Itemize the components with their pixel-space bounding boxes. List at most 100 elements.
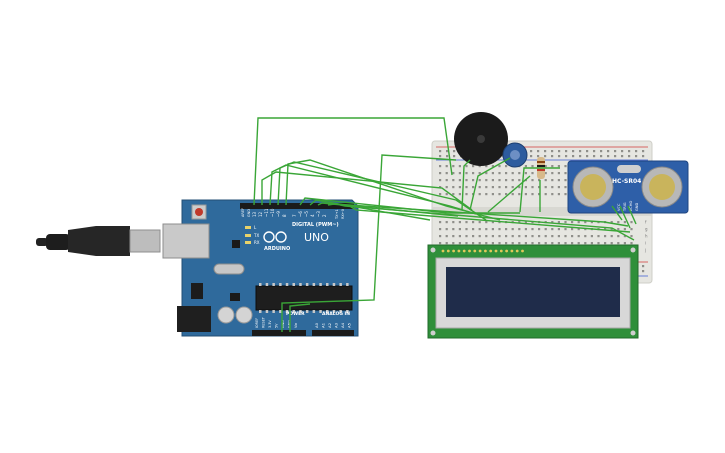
lcd-16x2[interactable] [427,244,639,339]
breadboard-hole[interactable] [445,193,448,196]
breadboard-hole[interactable] [577,235,580,238]
breadboard-hole[interactable] [537,150,540,153]
breadboard-hole[interactable] [564,165,567,168]
breadboard-hole[interactable] [524,228,527,231]
breadboard-hole[interactable] [544,193,547,196]
breadboard-hole[interactable] [465,235,468,238]
breadboard-hole[interactable] [518,221,521,224]
lcd-pin[interactable] [489,249,493,253]
lcd-pin[interactable] [505,249,508,253]
breadboard-hole[interactable] [577,242,580,245]
breadboard-hole[interactable] [439,155,442,158]
breadboard-hole[interactable] [551,186,554,189]
breadboard-hole[interactable] [564,228,567,231]
breadboard-hole[interactable] [579,155,582,158]
breadboard-hole[interactable] [642,265,645,268]
wire[interactable] [285,159,501,221]
breadboard-hole[interactable] [452,235,455,238]
breadboard-hole[interactable] [439,165,442,168]
breadboard-hole[interactable] [485,193,488,196]
breadboard-hole[interactable] [538,242,541,245]
breadboard-hole[interactable] [472,242,475,245]
lcd-pin[interactable] [473,249,477,253]
breadboard-hole[interactable] [597,242,600,245]
breadboard-hole[interactable] [491,221,494,224]
breadboard-hole[interactable] [472,165,475,168]
breadboard-hole[interactable] [478,165,481,168]
breadboard-hole[interactable] [584,221,587,224]
breadboard-hole[interactable] [617,242,620,245]
breadboard-hole[interactable] [458,179,461,182]
breadboard-hole[interactable] [557,172,560,175]
breadboard-hole[interactable] [557,228,560,231]
breadboard-hole[interactable] [531,242,534,245]
breadboard-hole[interactable] [544,155,547,158]
breadboard-hole[interactable] [524,242,527,245]
breadboard-hole[interactable] [564,242,567,245]
breadboard-hole[interactable] [628,150,631,153]
breadboard-hole[interactable] [565,155,568,158]
breadboard-hole[interactable] [642,270,645,273]
breadboard-hole[interactable] [628,155,631,158]
breadboard-hole[interactable] [465,186,468,189]
breadboard-hole[interactable] [537,155,540,158]
breadboard-hole[interactable] [538,193,541,196]
breadboard-hole[interactable] [498,193,501,196]
breadboard-hole[interactable] [564,235,567,238]
breadboard-hole[interactable] [551,165,554,168]
breadboard-hole[interactable] [518,228,521,231]
breadboard-hole[interactable] [571,235,574,238]
breadboard-hole[interactable] [586,150,589,153]
breadboard-hole[interactable] [557,242,560,245]
breadboard-hole[interactable] [524,172,527,175]
breadboard-hole[interactable] [630,228,633,231]
breadboard-hole[interactable] [617,221,620,224]
breadboard-hole[interactable] [623,228,626,231]
breadboard-hole[interactable] [623,221,626,224]
breadboard-hole[interactable] [439,242,442,245]
breadboard-hole[interactable] [465,228,468,231]
breadboard-hole[interactable] [531,172,534,175]
wire[interactable] [289,303,311,332]
breadboard-hole[interactable] [590,235,593,238]
breadboard-hole[interactable] [614,150,617,153]
breadboard-hole[interactable] [530,150,533,153]
breadboard-hole[interactable] [524,221,527,224]
breadboard-hole[interactable] [491,228,494,231]
wire[interactable] [327,203,629,227]
breadboard-hole[interactable] [478,242,481,245]
breadboard-hole[interactable] [604,228,607,231]
breadboard-hole[interactable] [511,179,514,182]
breadboard-hole[interactable] [445,242,448,245]
breadboard-hole[interactable] [458,242,461,245]
breadboard-hole[interactable] [458,186,461,189]
breadboard-hole[interactable] [478,235,481,238]
lcd-pin[interactable] [515,249,519,253]
breadboard-hole[interactable] [458,221,461,224]
lcd-pin[interactable] [446,249,450,253]
breadboard-hole[interactable] [485,235,488,238]
breadboard-hole[interactable] [630,242,633,245]
breadboard-hole[interactable] [505,193,508,196]
breadboard-hole[interactable] [452,165,455,168]
breadboard-hole[interactable] [564,193,567,196]
breadboard-hole[interactable] [478,179,481,182]
breadboard-hole[interactable] [445,228,448,231]
digital-header[interactable] [240,203,354,209]
breadboard-hole[interactable] [630,235,633,238]
breadboard-hole[interactable] [445,221,448,224]
breadboard-hole[interactable] [498,228,501,231]
breadboard-hole[interactable] [478,228,481,231]
breadboard-hole[interactable] [458,165,461,168]
breadboard-hole[interactable] [557,235,560,238]
breadboard-hole[interactable] [485,165,488,168]
breadboard-hole[interactable] [577,228,580,231]
breadboard-hole[interactable] [623,235,626,238]
breadboard-hole[interactable] [465,193,468,196]
breadboard-hole[interactable] [491,235,494,238]
breadboard-hole[interactable] [465,172,468,175]
breadboard-hole[interactable] [505,179,508,182]
breadboard-hole[interactable] [439,150,442,153]
breadboard-hole[interactable] [557,186,560,189]
